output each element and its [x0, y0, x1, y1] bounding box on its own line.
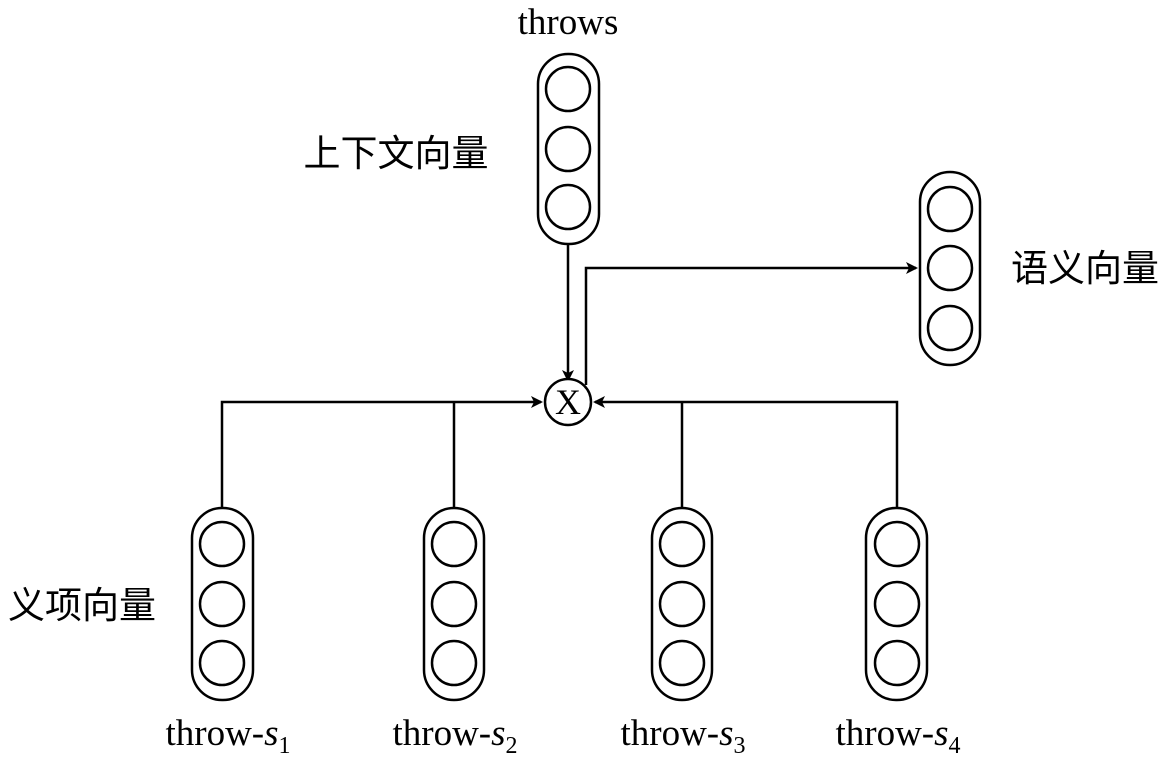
semantic-vector-label: 语义向量: [1011, 247, 1159, 290]
sense-vector-3: [650, 506, 714, 702]
sense-label-1: throw-s1: [165, 713, 290, 759]
sense-label-2: throw-s2: [392, 713, 517, 759]
edge-operator-to-semantic: [584, 262, 918, 385]
sense-vectors-label: 义项向量: [8, 584, 156, 627]
context-vector-label: 上下文向量: [304, 132, 489, 175]
operator-symbol: X: [555, 382, 581, 422]
context-word-label: throws: [518, 2, 619, 43]
multiply-operator: X: [543, 377, 593, 427]
sense-label-3: throw-s3: [620, 713, 745, 759]
context-vector: [536, 52, 601, 246]
edge-left-senses-to-operator: [220, 396, 543, 508]
sense-vector-2: [422, 506, 486, 702]
semantic-vector: [918, 170, 982, 367]
sense-vector-1: [190, 506, 255, 702]
sense-label-4: throw-s4: [835, 713, 960, 759]
sense-vector-4: [864, 506, 929, 702]
edge-right-senses-to-operator: [593, 396, 899, 508]
